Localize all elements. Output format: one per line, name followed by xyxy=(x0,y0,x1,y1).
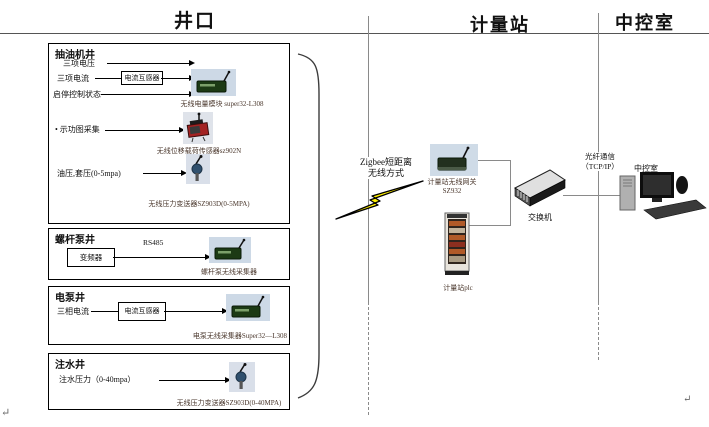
pressure-label: 油压,套压(0-5mpa) xyxy=(57,169,121,178)
pressure-transmitter-icon xyxy=(186,154,210,184)
paragraph-mark-right: ↵ xyxy=(683,394,692,405)
load-sensor-icon xyxy=(183,112,213,144)
fiber-line1: 光纤通信 xyxy=(585,152,615,161)
pressure-line xyxy=(143,173,181,174)
paragraph-mark-left: ↵ xyxy=(1,407,11,419)
current-label: 三项电流 xyxy=(57,74,89,83)
vfd-box: 变频器 xyxy=(67,248,115,267)
phase-current-line-b xyxy=(164,311,222,312)
screw-pump-collector-caption: 螺杆泵无线采集器 xyxy=(201,268,257,276)
screw-pump-collector-icon xyxy=(209,237,251,263)
group-brace xyxy=(297,53,320,399)
injection-pressure-label: 注水压力（0-40mpa） xyxy=(59,375,136,384)
vfd-line xyxy=(113,257,205,258)
switch-label: 交换机 xyxy=(528,213,552,222)
electric-pump-collector-icon xyxy=(226,294,270,321)
lightning-icon xyxy=(335,180,424,220)
voltage-label: 三项电压 xyxy=(63,59,95,68)
plc-line-h xyxy=(468,225,511,226)
header-rule xyxy=(0,33,709,34)
pumping-well-title: 抽油机井 xyxy=(55,50,95,61)
fiber-label: 光纤通信 （TCP/IP） xyxy=(574,152,626,171)
module-caption: 无线电量模块 super32-L308 xyxy=(180,100,264,108)
phase-current-line-a xyxy=(91,311,118,312)
dyno-arrowhead xyxy=(179,127,185,133)
vfd-arrowhead xyxy=(205,254,211,260)
divider-wellhead-metering-dashed xyxy=(368,302,369,415)
voltage-line xyxy=(107,63,189,64)
pressure-arrowhead xyxy=(181,170,187,176)
computer-icon xyxy=(619,172,707,220)
electric-pump-well-box: 电泵井 三相电流 电流互感器 电泵无线采集器Super32—L308 xyxy=(48,286,290,345)
gateway-to-switch-line-h xyxy=(478,160,511,161)
injection-line xyxy=(159,380,225,381)
zone-title-metering: 计量站 xyxy=(470,15,530,35)
switch-to-pc-line xyxy=(563,195,623,196)
injection-well-title: 注水井 xyxy=(55,360,85,371)
injection-transmitter-caption: 无线压力变送器SZ903D(0-40MPA) xyxy=(176,399,282,407)
zigbee-label: Zigbee短距离 无线方式 xyxy=(338,157,434,179)
screw-pump-title: 螺杆泵井 xyxy=(55,235,95,246)
dyno-line xyxy=(105,130,179,131)
wireless-power-module-icon xyxy=(191,69,236,96)
control-room-label: 中控室 xyxy=(634,164,658,173)
current-transformer-box: 电流互感器 xyxy=(121,71,163,85)
plc-cabinet-icon xyxy=(444,212,470,275)
dyno-label: • 示功图采集 xyxy=(55,125,100,134)
electric-pump-collector-caption: 电泵无线采集器Super32—L308 xyxy=(192,332,287,340)
pumping-well-box: 抽油机井 三项电压 三项电流 电流互感器 启停控制状态 无线电量模块 super… xyxy=(48,43,290,224)
sensor-caption: 无线位移载荷传感器sz902N xyxy=(156,147,242,155)
zigbee-line1: Zigbee短距离 xyxy=(360,157,412,167)
screw-pump-well-box: 螺杆泵井 变频器 RS485 螺杆泵无线采集器 xyxy=(48,228,290,280)
phase-current-label: 三相电流 xyxy=(57,307,89,316)
injection-arrowhead xyxy=(225,377,231,383)
zone-title-control-room: 中控室 xyxy=(615,13,675,33)
injection-well-box: 注水井 注水压力（0-40mpa） 无线压力变送器SZ903D(0-40MPA) xyxy=(48,353,290,410)
plc-label: 计量站plc xyxy=(443,284,473,292)
rs485-label: RS485 xyxy=(143,238,164,247)
injection-transmitter-icon xyxy=(229,362,255,392)
current-line-a xyxy=(95,78,121,79)
gateway-to-plc-line-v xyxy=(510,160,511,226)
switch-icon xyxy=(514,169,566,207)
electric-pump-title: 电泵井 xyxy=(55,293,85,304)
gateway-caption: 计量站无线网关SZ932 xyxy=(427,178,477,195)
voltage-arrowhead xyxy=(189,60,195,66)
zone-title-wellhead: 井口 xyxy=(173,11,216,32)
startstop-line xyxy=(101,94,189,95)
fiber-line2: （TCP/IP） xyxy=(581,161,619,171)
zigbee-line2: 无线方式 xyxy=(367,168,404,178)
transmitter-caption: 无线压力变送器SZ903D(0-5MPA) xyxy=(148,200,250,208)
divider-metering-control-dashed xyxy=(598,302,599,360)
electric-ct-box: 电流互感器 xyxy=(118,302,166,321)
current-line-b xyxy=(161,78,189,79)
phase-current-arrowhead xyxy=(222,308,228,314)
startstop-label: 启停控制状态 xyxy=(53,90,101,99)
gateway-icon xyxy=(430,144,478,176)
